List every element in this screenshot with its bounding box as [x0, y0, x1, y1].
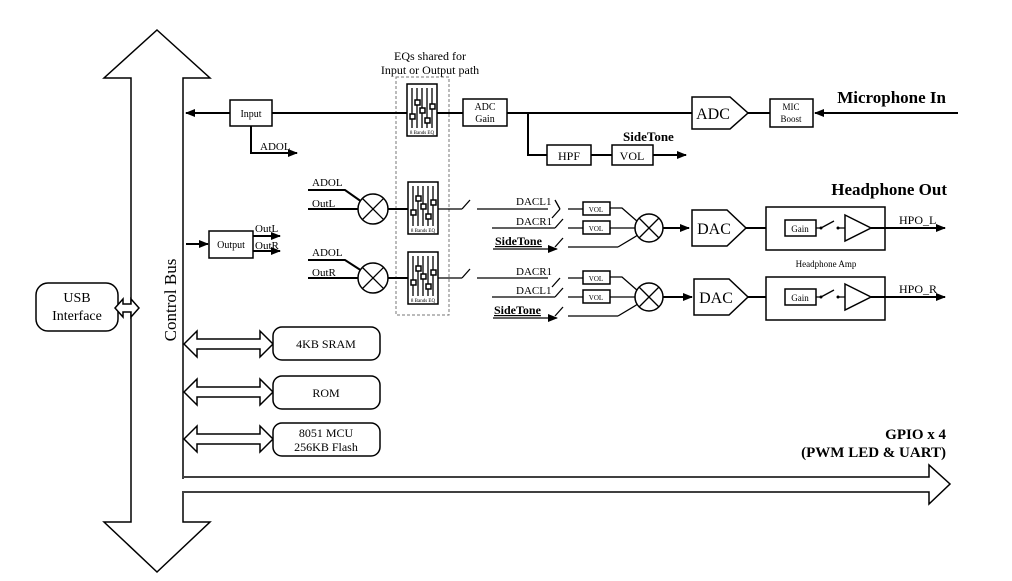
amp-left-icon	[844, 213, 873, 243]
mic-boost-label-2: Boost	[780, 114, 802, 124]
adc-gain-label-2: Gain	[475, 114, 494, 125]
svg-text:VOL: VOL	[589, 275, 603, 283]
mcu-block	[272, 422, 381, 457]
svg-text:8 Bands EQ: 8 Bands EQ	[411, 299, 436, 304]
svg-text:VOL: VOL	[589, 294, 603, 302]
amp-right-icon	[844, 282, 873, 312]
adc-block	[691, 96, 750, 130]
left-mix-adol: ADOL	[312, 177, 343, 189]
right-mixer-icon	[357, 262, 389, 294]
svg-text:Gain: Gain	[791, 224, 809, 234]
mcu-label-1: 8051 MCU	[299, 426, 354, 440]
dac-left-input-3: SideTone	[495, 234, 543, 248]
dac-left-label: DAC	[697, 221, 731, 238]
svg-text:8 Bands EQ: 8 Bands EQ	[411, 229, 436, 234]
svg-text:VOL: VOL	[589, 206, 603, 214]
adc-label: ADC	[696, 106, 730, 123]
dac-right-block	[693, 278, 750, 316]
dac-right-label: DAC	[699, 290, 733, 307]
hpo-l-label: HPO_L	[899, 213, 936, 227]
gpio-label-2: (PWM LED & UART)	[801, 445, 946, 461]
control-bus-arrow	[102, 28, 212, 574]
microphone-in-label: Microphone In	[837, 88, 946, 107]
eq-8band-top: 8 Bands EQ	[406, 83, 438, 137]
input-label: Input	[240, 109, 261, 120]
usb-label-1: USB	[63, 291, 90, 306]
eq-shared-group	[395, 76, 450, 316]
headphone-amp-label: Headphone Amp	[796, 259, 857, 269]
outl-label: OutL	[255, 223, 279, 235]
eq-8band-right: 8 Bands EQ	[407, 251, 439, 305]
eq-group-label-1: EQs shared for	[394, 49, 466, 63]
right-mix-outr: OutR	[312, 267, 337, 279]
output-label: Output	[217, 240, 245, 251]
dac-right-input-1: DACR1	[516, 266, 552, 278]
rom-block	[272, 375, 381, 410]
adc-gain-block	[462, 98, 508, 127]
sram-block	[272, 326, 381, 361]
right-dac-mixer-icon	[634, 282, 664, 312]
rom-label: ROM	[312, 386, 340, 400]
gpio-bus-arrow	[184, 463, 952, 506]
headphone-out-label: Headphone Out	[831, 180, 947, 199]
adol-label-top: ADOL	[260, 141, 291, 153]
dac-left-block	[691, 209, 748, 247]
dac-left-input-1: DACL1	[516, 196, 551, 208]
mic-boost-label-1: MIC	[782, 102, 799, 112]
output-block	[208, 230, 254, 259]
mcu-label-2: 256KB Flash	[294, 440, 358, 454]
svg-text:8 Bands EQ: 8 Bands EQ	[410, 131, 435, 136]
adc-gain-label-1: ADC	[474, 102, 495, 113]
svg-text:Gain: Gain	[791, 293, 809, 303]
left-mix-outl: OutL	[312, 198, 336, 210]
dac-left-input-2: DACR1	[516, 216, 552, 228]
usb-label-2: Interface	[52, 309, 102, 324]
eq-8band-left: 8 Bands EQ	[407, 181, 439, 235]
right-mix-adol: ADOL	[312, 247, 343, 259]
outr-label: OutR	[255, 240, 280, 252]
vol-label: VOL	[620, 149, 645, 163]
dac-right-input-3: SideTone	[494, 303, 542, 317]
sidetone-label-top: SideTone	[623, 129, 674, 144]
left-mixer-icon	[357, 193, 389, 225]
eq-group-label-2: Input or Output path	[381, 63, 479, 77]
mcu-bus-arrow	[182, 424, 275, 454]
mic-boost-block	[769, 98, 814, 128]
hpo-r-label: HPO_R	[899, 282, 937, 296]
rom-bus-arrow	[182, 377, 275, 407]
sram-label: 4KB SRAM	[296, 337, 356, 351]
svg-text:VOL: VOL	[589, 225, 603, 233]
left-dac-mixer-icon	[634, 213, 664, 243]
sram-bus-arrow	[182, 329, 275, 359]
gpio-label-1: GPIO x 4	[885, 427, 946, 443]
hpf-label: HPF	[558, 149, 580, 163]
control-bus-label: Control Bus	[161, 259, 180, 342]
dac-right-input-2: DACL1	[516, 285, 551, 297]
usb-bus-arrow	[113, 297, 141, 319]
